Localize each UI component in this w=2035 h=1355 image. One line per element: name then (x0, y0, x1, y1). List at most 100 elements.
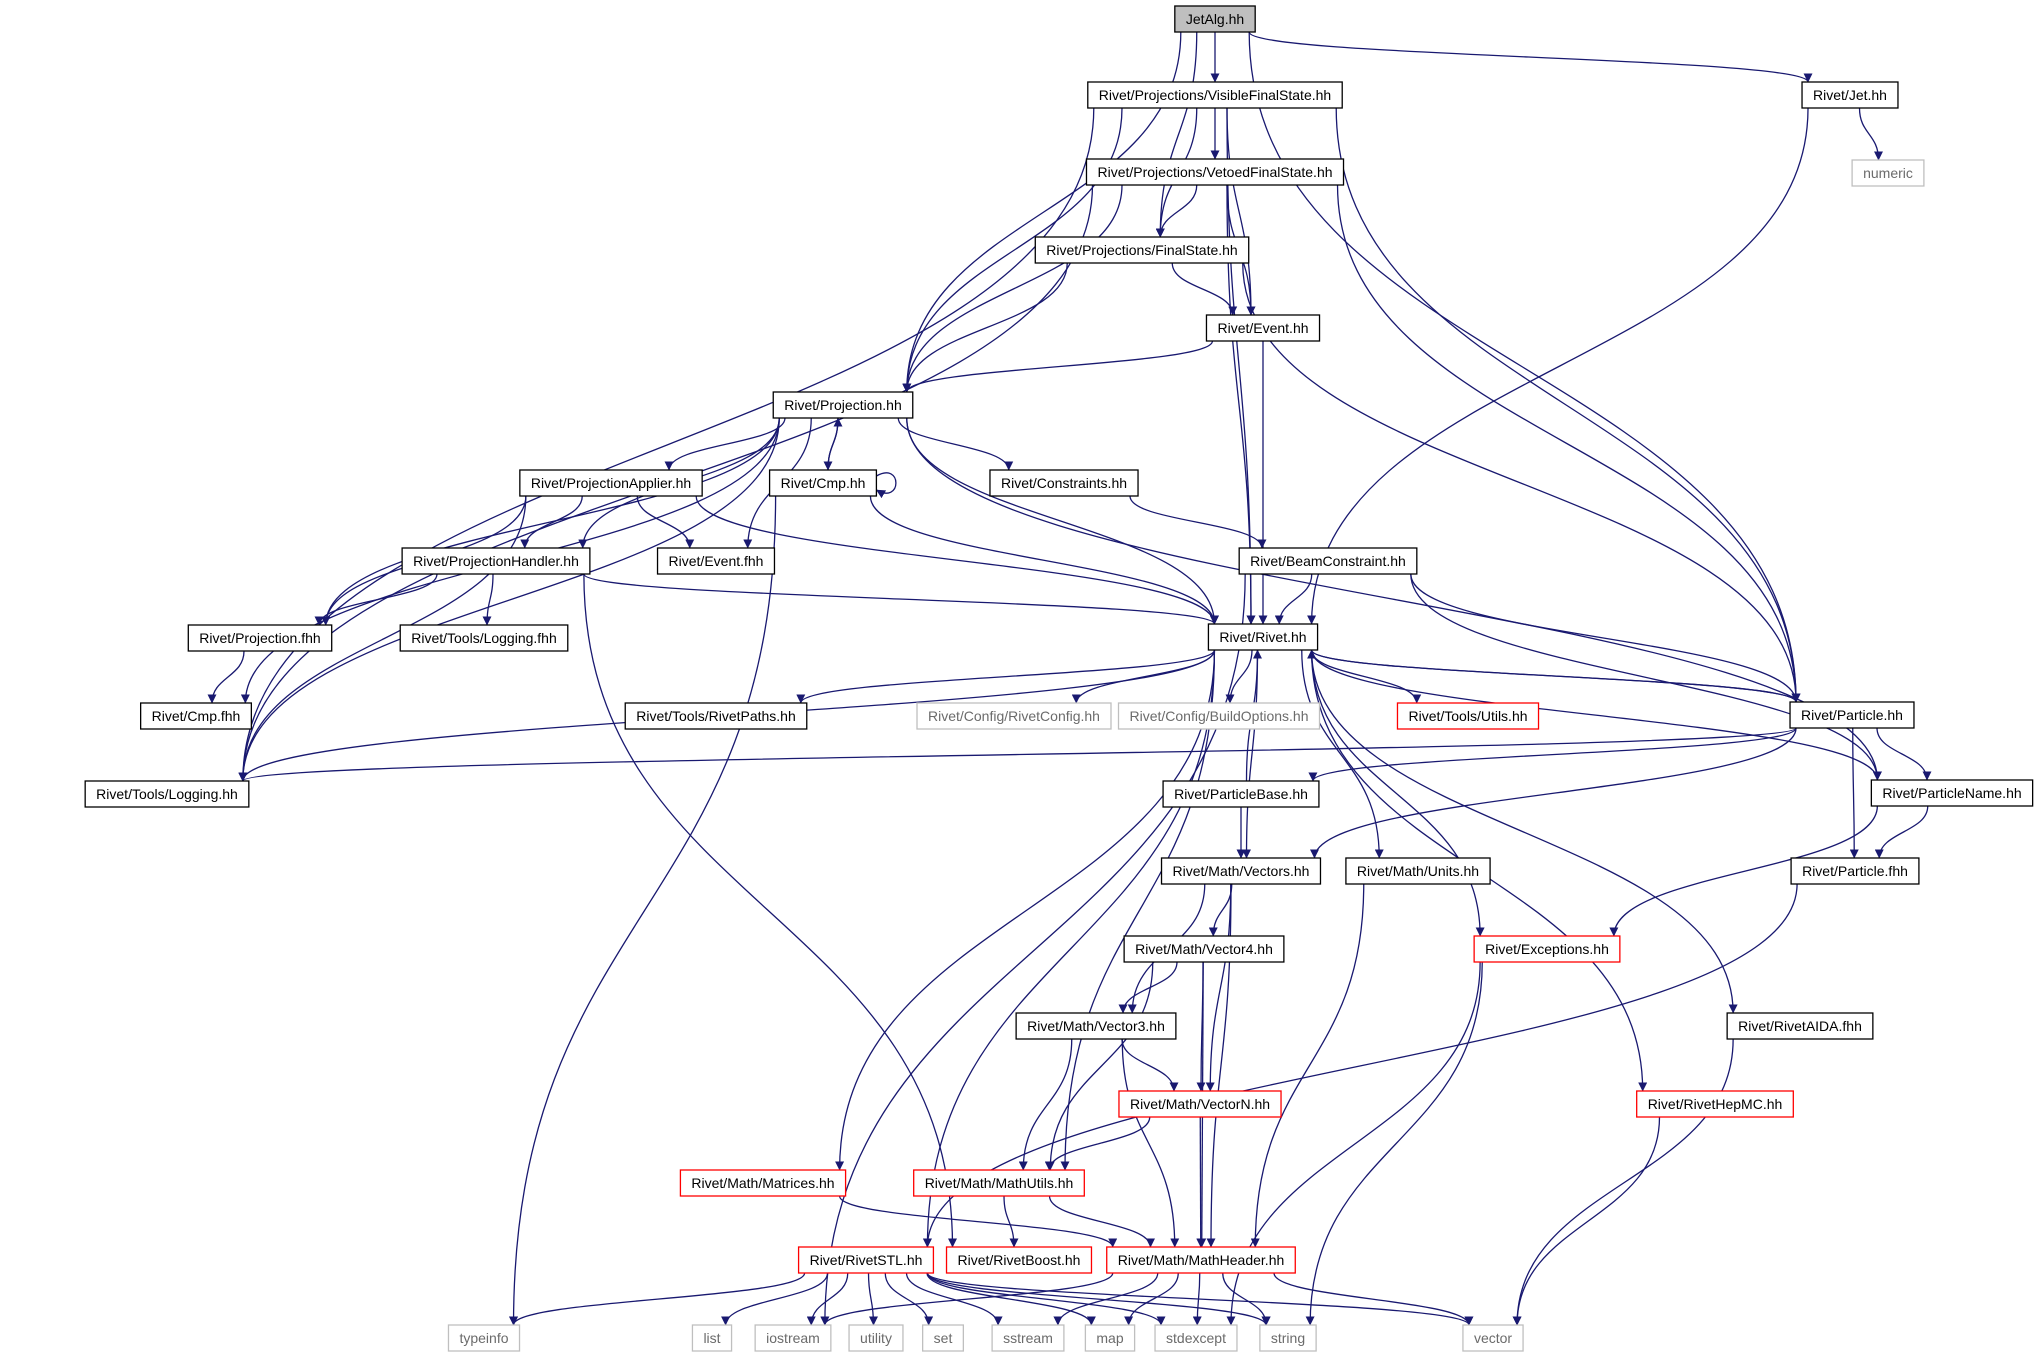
node-box (768, 469, 878, 497)
node-utility[interactable]: utility (848, 1324, 904, 1352)
node-projhandler[interactable]: Rivet/ProjectionHandler.hh (401, 547, 591, 575)
edge-rivethepmc-to-vector (1512, 1116, 1661, 1326)
node-vetofs[interactable]: Rivet/Projections/VetoedFinalState.hh (1085, 158, 1345, 186)
node-units[interactable]: Rivet/Math/Units.hh (1345, 857, 1491, 885)
node-vector[interactable]: vector (1462, 1324, 1524, 1352)
node-particle[interactable]: Rivet/Particle.hh (1789, 701, 1915, 729)
node-utils[interactable]: Rivet/Tools/Utils.hh (1396, 702, 1540, 730)
node-particlename[interactable]: Rivet/ParticleName.hh (1870, 779, 2034, 807)
node-vector3[interactable]: Rivet/Math/Vector3.hh (1015, 1012, 1177, 1040)
edge-vectorn-to-mathutils (1044, 1116, 1151, 1171)
node-box (1117, 702, 1321, 730)
edge-mathutils-to-mathheader (1048, 1195, 1155, 1248)
node-box (447, 1324, 521, 1352)
node-sstream[interactable]: sstream (991, 1324, 1065, 1352)
node-jet[interactable]: Rivet/Jet.hh (1801, 81, 1899, 109)
node-iostream[interactable]: iostream (754, 1324, 832, 1352)
edge-rivet-to-mathutils (1060, 649, 1216, 1171)
node-numeric[interactable]: numeric (1851, 159, 1925, 187)
node-projapplier[interactable]: Rivet/ProjectionApplier.hh (519, 469, 703, 497)
node-set[interactable]: set (922, 1324, 964, 1352)
node-box (945, 1246, 1093, 1274)
edge-constraints-to-beamconstraint (1129, 495, 1267, 549)
node-box (1726, 1012, 1874, 1040)
node-event[interactable]: Rivet/Event.hh (1205, 314, 1321, 342)
edge-beamconstraint-to-particle (1410, 573, 1801, 703)
node-particlebase[interactable]: Rivet/ParticleBase.hh (1162, 780, 1320, 808)
edge-particle-to-particlename (1876, 727, 1932, 781)
edge-rivetaida-to-vector (1512, 1038, 1734, 1326)
node-box (1106, 1246, 1296, 1274)
node-label: Rivet/Math/VectorN.hh (1130, 1096, 1270, 1112)
node-toolslogfhh[interactable]: Rivet/Tools/Logging.fhh (399, 624, 569, 652)
node-rivetboost[interactable]: Rivet/RivetBoost.hh (945, 1246, 1093, 1274)
node-label: Rivet/Math/MathUtils.hh (925, 1175, 1074, 1191)
edge-cmp-to-projection (827, 417, 843, 471)
node-label: Rivet/Math/Vector3.hh (1027, 1018, 1165, 1034)
node-box (1636, 1090, 1794, 1118)
edge-vector3-to-vectorn (1121, 1038, 1179, 1092)
node-vectors[interactable]: Rivet/Math/Vectors.hh (1160, 857, 1322, 885)
node-beamconstraint[interactable]: Rivet/BeamConstraint.hh (1238, 547, 1418, 575)
node-cmp[interactable]: Rivet/Cmp.hh (768, 469, 878, 497)
node-label: Rivet/Math/Vector4.hh (1135, 941, 1273, 957)
node-matrices[interactable]: Rivet/Math/Matrices.hh (679, 1169, 847, 1197)
edge-particle-to-vectors (1310, 727, 1797, 859)
edge-mathheader-to-string (1222, 1272, 1271, 1326)
node-label: set (934, 1330, 953, 1346)
node-label: Rivet/Tools/Utils.hh (1408, 708, 1527, 724)
node-particlefhh[interactable]: Rivet/Particle.fhh (1790, 857, 1920, 885)
node-box (1205, 314, 1321, 342)
node-logging[interactable]: Rivet/Tools/Logging.hh (84, 780, 250, 808)
node-label: Rivet/Cmp.hh (781, 475, 866, 491)
node-label: Rivet/Config/BuildOptions.hh (1130, 708, 1309, 724)
edge-jet-to-rivet (1307, 107, 1809, 625)
node-mathutils[interactable]: Rivet/Math/MathUtils.hh (913, 1169, 1085, 1197)
node-list[interactable]: list (691, 1324, 733, 1352)
node-label: vector (1474, 1330, 1512, 1346)
node-rivetstl[interactable]: Rivet/RivetSTL.hh (797, 1246, 935, 1274)
node-box (1123, 935, 1285, 963)
node-map[interactable]: map (1084, 1324, 1136, 1352)
edge-projfhh-to-cmpfhh (207, 650, 245, 704)
node-eventfhh[interactable]: Rivet/Event.fhh (656, 547, 776, 575)
node-label: Rivet/Constraints.hh (1001, 475, 1127, 491)
node-projection[interactable]: Rivet/Projection.hh (772, 391, 914, 419)
node-projfhh[interactable]: Rivet/Projection.fhh (187, 624, 333, 652)
edge-mathheader-to-vector (1273, 1272, 1474, 1326)
node-rivetconfig[interactable]: Rivet/Config/RivetConfig.hh (916, 702, 1112, 730)
node-rivethepmc[interactable]: Rivet/RivetHepMC.hh (1636, 1090, 1794, 1118)
node-vector4[interactable]: Rivet/Math/Vector4.hh (1123, 935, 1285, 963)
edge-jetalg-to-jet (1248, 31, 1813, 83)
node-box (754, 1324, 832, 1352)
edge-units-to-mathheader (1250, 883, 1365, 1248)
node-mathheader[interactable]: Rivet/Math/MathHeader.hh (1106, 1246, 1296, 1274)
edge-cmp-to-cmp (876, 472, 897, 499)
node-exceptions[interactable]: Rivet/Exceptions.hh (1473, 935, 1621, 963)
node-rivetaida[interactable]: Rivet/RivetAIDA.fhh (1726, 1012, 1874, 1040)
edge-vetofs-to-projection (902, 184, 1123, 393)
node-box (1162, 780, 1320, 808)
node-rivet[interactable]: Rivet/Rivet.hh (1207, 623, 1319, 651)
node-box (913, 1169, 1085, 1197)
node-label: Rivet/Tools/Logging.fhh (411, 630, 557, 646)
edge-projhandler-to-rivetboost (583, 573, 958, 1248)
node-box (691, 1324, 733, 1352)
node-buildoptions[interactable]: Rivet/Config/BuildOptions.hh (1117, 702, 1321, 730)
node-vectorn[interactable]: Rivet/Math/VectorN.hh (1118, 1090, 1282, 1118)
node-label: map (1096, 1330, 1123, 1346)
node-string[interactable]: string (1259, 1324, 1317, 1352)
edge-vetofs-to-rivet (1226, 184, 1256, 625)
node-typeinfo[interactable]: typeinfo (447, 1324, 521, 1352)
node-label: Rivet/Config/RivetConfig.hh (928, 708, 1100, 724)
node-visfs[interactable]: Rivet/Projections/VisibleFinalState.hh (1087, 81, 1343, 109)
node-jetalg[interactable]: JetAlg.hh (1174, 5, 1256, 33)
node-constraints[interactable]: Rivet/Constraints.hh (989, 469, 1139, 497)
node-finalstate[interactable]: Rivet/Projections/FinalState.hh (1034, 236, 1250, 264)
edge-rivet-to-vectors (1242, 649, 1259, 859)
edge-vector3-to-mathutils (1018, 1038, 1073, 1171)
node-rivetpaths[interactable]: Rivet/Tools/RivetPaths.hh (624, 702, 808, 730)
node-cmpfhh[interactable]: Rivet/Cmp.fhh (139, 702, 253, 730)
node-box (1238, 547, 1418, 575)
node-stdexcept[interactable]: stdexcept (1154, 1324, 1238, 1352)
